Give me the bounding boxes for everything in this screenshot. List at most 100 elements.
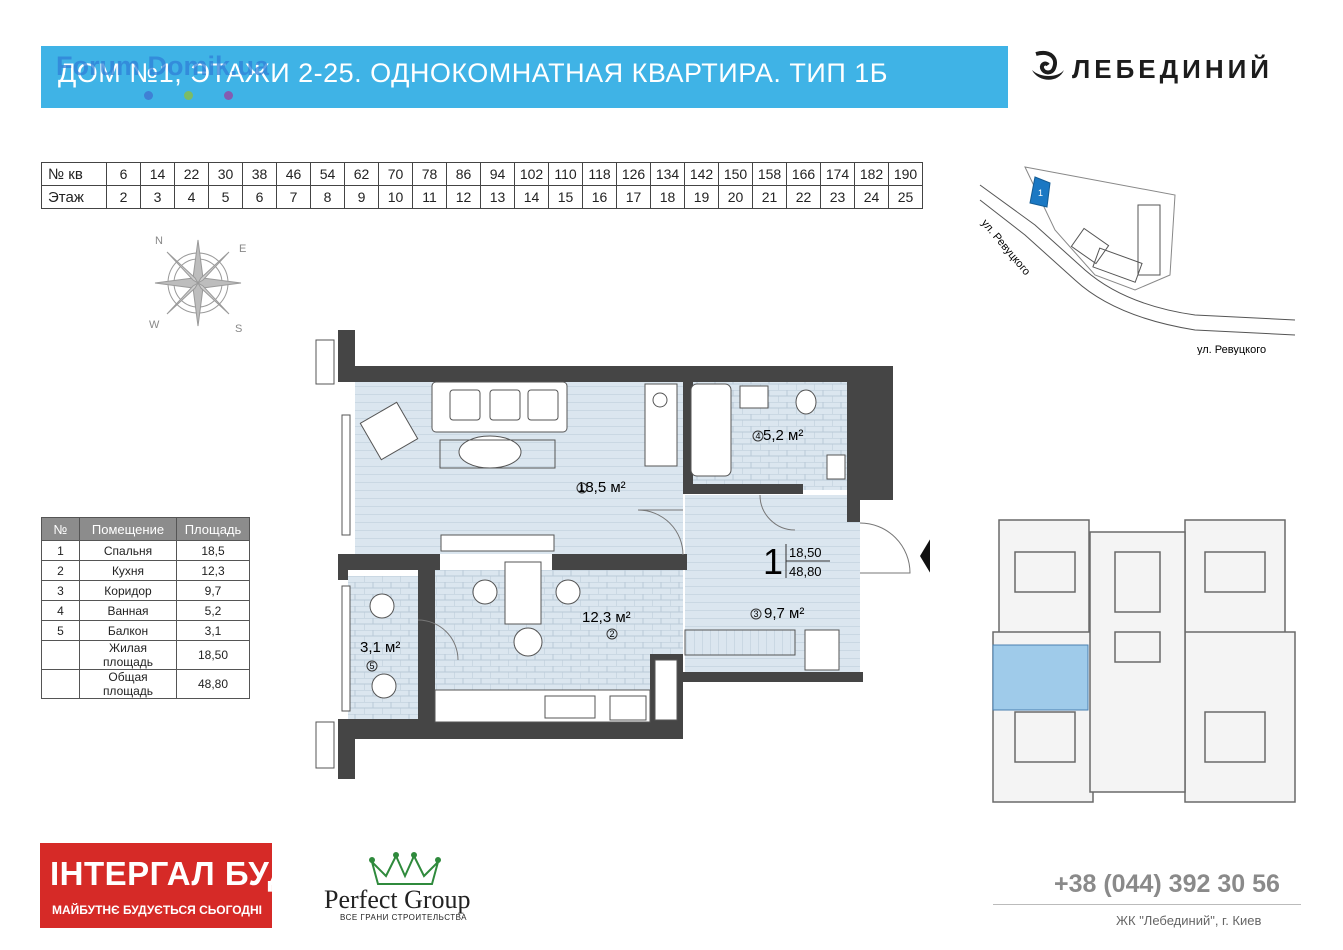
floor-number-cell: 18 [650, 185, 685, 209]
floor-number-cell: 19 [684, 185, 719, 209]
perfect-group-name: Perfect Group [324, 885, 471, 914]
floor-number-cell: 17 [616, 185, 651, 209]
compass-n: N [155, 235, 163, 247]
floor-number-cell: 6 [242, 185, 277, 209]
floor-number-cell: 10 [378, 185, 413, 209]
phone-divider [993, 904, 1301, 905]
apartment-number-cell: 166 [786, 162, 821, 186]
apartment-row-label: № кв [41, 162, 107, 186]
room-number-markers: 1 2 3 4 5 [366, 430, 764, 672]
room-num: 4 [41, 600, 80, 621]
floor-number-cell: 8 [310, 185, 345, 209]
floor-row-label: Этаж [41, 185, 107, 209]
floor-overview [992, 519, 1296, 803]
room-name: Спальня [79, 540, 177, 561]
floor-number-cell: 21 [752, 185, 787, 209]
badge-total: 48,80 [789, 564, 822, 579]
apartment-number-cell: 118 [582, 162, 617, 186]
complex-location: ЖК "Лебединий", г. Киев [1116, 913, 1262, 928]
crown-icon [369, 852, 441, 885]
floor-number-cell: 11 [412, 185, 447, 209]
floor-number-cell: 4 [174, 185, 209, 209]
street-label-2: ул. Ревуцкого [1197, 344, 1266, 355]
header-bar [41, 46, 1008, 108]
apartment-number-cell: 182 [854, 162, 889, 186]
apartment-number-cell: 142 [684, 162, 719, 186]
apartment-number-cell: 30 [208, 162, 243, 186]
floor-number-cell: 5 [208, 185, 243, 209]
floor-number-cell: 9 [344, 185, 379, 209]
marker-1: 1 [580, 483, 585, 493]
compass-rose-icon: N E S W [149, 235, 246, 335]
label-room1: 18,5 м² [577, 479, 626, 496]
room-num: 3 [41, 580, 80, 601]
room-area: 5,2 [176, 600, 250, 621]
compass-w: W [149, 319, 160, 331]
furniture [359, 381, 846, 723]
apartment-number-cell: 70 [378, 162, 413, 186]
room-area: 12,3 [176, 560, 250, 581]
watermark: Forum Domik.ua [56, 52, 269, 107]
apartment-number-cell: 86 [446, 162, 481, 186]
integral-slogan: МАЙБУТНЄ БУДУЄТЬСЯ СЬОГОДНІ [52, 903, 262, 917]
living-area-label: Жилая площадь [79, 640, 177, 670]
windows [315, 339, 351, 769]
apartment-number-cell: 54 [310, 162, 345, 186]
floor-number-cell: 25 [888, 185, 923, 209]
marker-5: 5 [370, 661, 375, 671]
apartment-number-cell: 38 [242, 162, 277, 186]
apartment-number-cell: 62 [344, 162, 379, 186]
watermark-text: Forum Domik.ua [56, 51, 270, 81]
apartment-number-cell: 94 [480, 162, 515, 186]
floor-number-cell: 12 [446, 185, 481, 209]
apartment-number-cell: 158 [752, 162, 787, 186]
label-room2: 12,3 м² [582, 609, 631, 626]
apartment-badge: 1 18,50 48,80 [763, 541, 830, 582]
watermark-dots [144, 76, 269, 107]
room-name: Кухня [79, 560, 177, 581]
doors [417, 494, 911, 661]
apartment-number-cell: 126 [616, 162, 651, 186]
page-title: ДОМ №1, ЭТАЖИ 2-25. ОДНОКОМНАТНАЯ КВАРТИ… [58, 58, 888, 88]
street-label-1: ул. Ревуцкого [979, 217, 1033, 278]
site-marker: 1 [1038, 188, 1043, 198]
apartment-number-cell: 134 [650, 162, 685, 186]
floor-number-cell: 24 [854, 185, 889, 209]
site-map: 1 ул. Ревуцкого ул. Ревуцкого [979, 166, 1296, 355]
apartment-number-cell: 190 [888, 162, 923, 186]
apartment-number-cell: 14 [140, 162, 175, 186]
room-num: 1 [41, 540, 80, 561]
apartment-number-cell: 150 [718, 162, 753, 186]
room-name: Балкон [79, 620, 177, 641]
total-area-label: Общая площадь [79, 669, 177, 699]
perfect-group-slogan: ВСЕ ГРАНИ СТРОИТЕЛЬСТВА [340, 913, 468, 922]
apartment-number-cell: 174 [820, 162, 855, 186]
floor-number-cell: 23 [820, 185, 855, 209]
apartment-number-cell: 6 [106, 162, 141, 186]
floor-number-cell: 14 [514, 185, 549, 209]
integral-title: ІНТЕРГАЛ БУД [50, 855, 292, 892]
integral-logo: ІНТЕРГАЛ БУД МАЙБУТНЄ БУДУЄТЬСЯ СЬОГОДНІ [40, 843, 291, 928]
living-area-row: Жилая площадь 18,50 [41, 640, 250, 670]
apartment-number-cell: 102 [514, 162, 549, 186]
room-num: 2 [41, 560, 80, 581]
col-num: № [41, 517, 80, 541]
label-room4: 5,2 м² [763, 427, 803, 444]
total-area-row: Общая площадь 48,80 [41, 669, 250, 699]
swan-logo-icon [1032, 51, 1064, 80]
room-num: 5 [41, 620, 80, 641]
apartment-number-cell: 78 [412, 162, 447, 186]
label-room3: 9,7 м² [764, 605, 804, 622]
floor-number-cell: 13 [480, 185, 515, 209]
col-room: Помещение [79, 517, 177, 541]
